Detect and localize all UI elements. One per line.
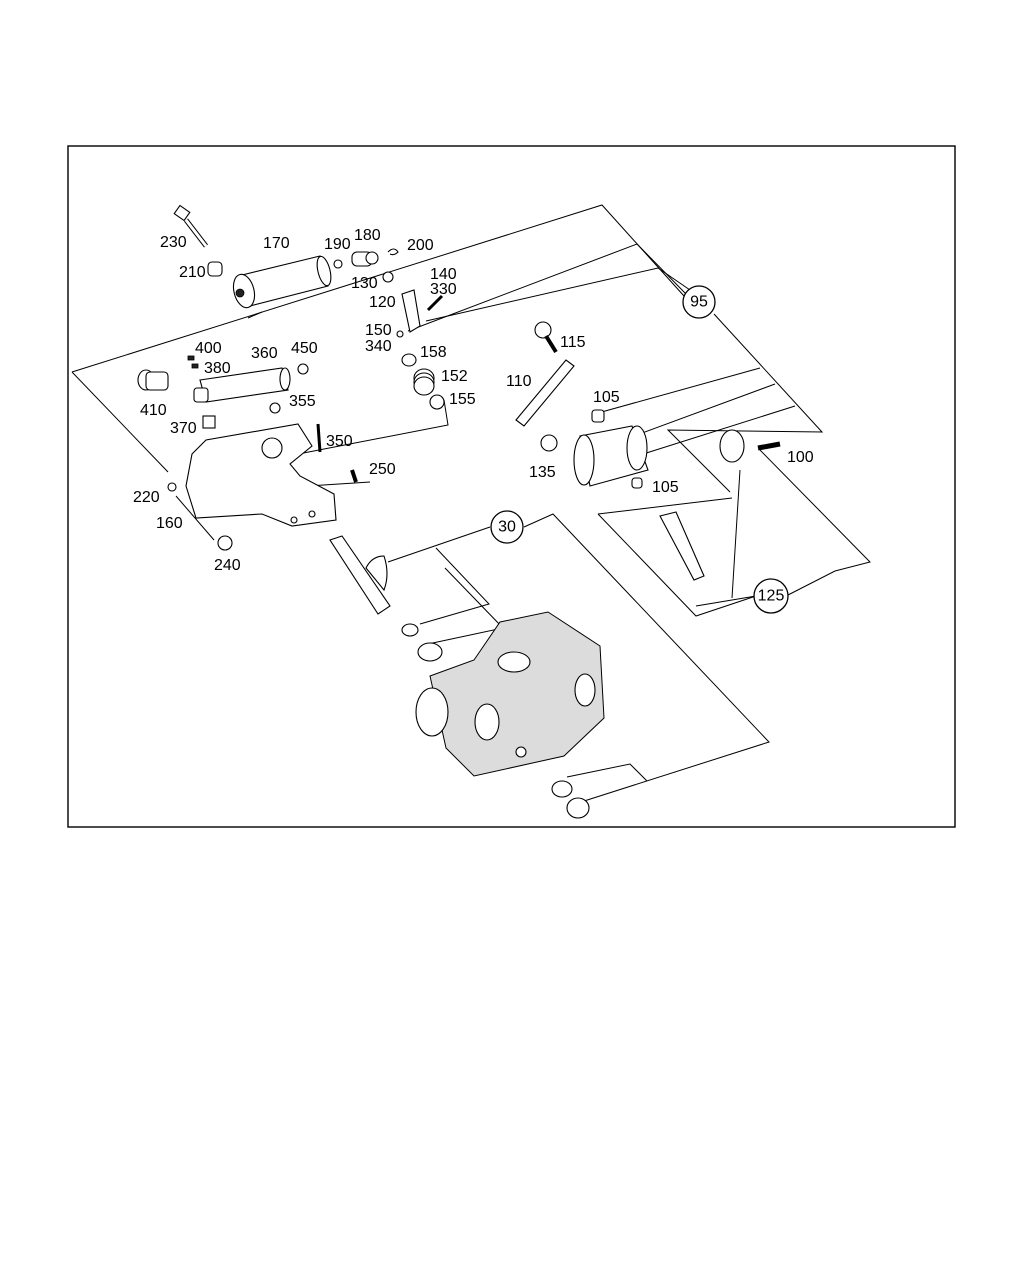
oring-icon	[401, 623, 419, 637]
main-casting-icon	[415, 611, 605, 777]
nut-135-icon	[540, 434, 558, 452]
diagram-frame	[67, 145, 956, 828]
lever-120-icon	[401, 289, 421, 333]
label-210: 210	[179, 264, 206, 281]
bushing-bottom-icon	[566, 797, 590, 819]
label-190: 190	[324, 236, 351, 253]
bolt-230-icon	[173, 204, 208, 248]
callout-30: 30	[490, 510, 524, 544]
rod-110-icon	[515, 359, 575, 427]
fitting-180-icon	[351, 251, 379, 267]
label-360: 360	[251, 345, 278, 362]
part-labels: 230 210 170 190 180 200 130 140 330 120 …	[133, 227, 814, 574]
pin-150-icon	[396, 330, 404, 338]
pin-380-icon	[191, 363, 199, 369]
bracket-plate-icon	[185, 423, 337, 527]
bolt-100-icon	[719, 429, 781, 463]
pin-400-icon	[187, 355, 195, 361]
ring-bottom-icon	[551, 780, 573, 798]
label-220: 220	[133, 489, 160, 506]
label-158: 158	[420, 344, 447, 361]
cylinder-360-icon	[193, 367, 291, 403]
sleeve-210-icon	[207, 261, 223, 277]
label-380: 380	[204, 360, 231, 377]
bushing-icon	[417, 642, 443, 662]
callout-125-text: 125	[758, 588, 785, 605]
shaft-125-icon	[659, 511, 705, 581]
label-230: 230	[160, 234, 187, 251]
bolt-140-icon	[426, 294, 444, 312]
sleeve-105a-icon	[591, 409, 605, 423]
bolt-250-icon	[350, 469, 358, 483]
label-105-upper: 105	[593, 389, 620, 406]
label-100: 100	[787, 449, 814, 466]
label-110: 110	[506, 373, 532, 390]
washer-220-icon	[167, 482, 177, 492]
shaft-30-icon	[329, 535, 391, 615]
label-120: 120	[369, 294, 396, 311]
callout-95-text: 95	[690, 294, 708, 311]
callout-30-text: 30	[498, 519, 516, 536]
nut-240-icon	[217, 535, 233, 551]
label-400: 400	[195, 340, 222, 357]
callout-125: 125	[753, 578, 789, 614]
label-450: 450	[291, 340, 318, 357]
washer-158-icon	[401, 353, 417, 367]
nut-155-icon	[429, 394, 445, 410]
nut-450-icon	[297, 363, 309, 375]
bolt-115-icon	[534, 321, 558, 354]
label-115: 115	[560, 334, 586, 351]
nut-130-icon	[382, 271, 394, 283]
housing-95-icon	[573, 425, 649, 487]
label-240: 240	[214, 557, 241, 574]
label-152: 152	[441, 368, 468, 385]
block-370-icon	[202, 415, 216, 429]
label-370: 370	[170, 420, 197, 437]
bolt-350-icon	[316, 423, 322, 453]
nut-355-icon	[269, 402, 281, 414]
label-140: 140	[430, 266, 457, 283]
label-155: 155	[449, 391, 476, 408]
label-355: 355	[289, 393, 316, 410]
washer-190-icon	[333, 259, 343, 269]
label-170: 170	[263, 235, 290, 252]
label-410: 410	[140, 402, 167, 419]
clip-200-icon	[387, 248, 399, 256]
leader-lines	[71, 204, 871, 803]
sleeve-105b-icon	[631, 477, 643, 489]
label-135: 135	[529, 464, 556, 481]
callout-95: 95	[682, 285, 716, 319]
label-130: 130	[351, 275, 378, 292]
label-330: 330	[430, 281, 457, 298]
spring-152-icon	[413, 368, 435, 396]
label-180: 180	[354, 227, 381, 244]
label-150: 150	[365, 322, 392, 339]
cylinder-170-icon	[232, 255, 332, 309]
label-200: 200	[407, 237, 434, 254]
label-350: 350	[326, 433, 353, 450]
label-105-lower: 105	[652, 479, 679, 496]
label-160: 160	[156, 515, 183, 532]
fitting-410-icon	[137, 369, 169, 391]
part-drawings	[137, 204, 781, 819]
label-340: 340	[365, 338, 392, 355]
label-250: 250	[369, 461, 396, 478]
